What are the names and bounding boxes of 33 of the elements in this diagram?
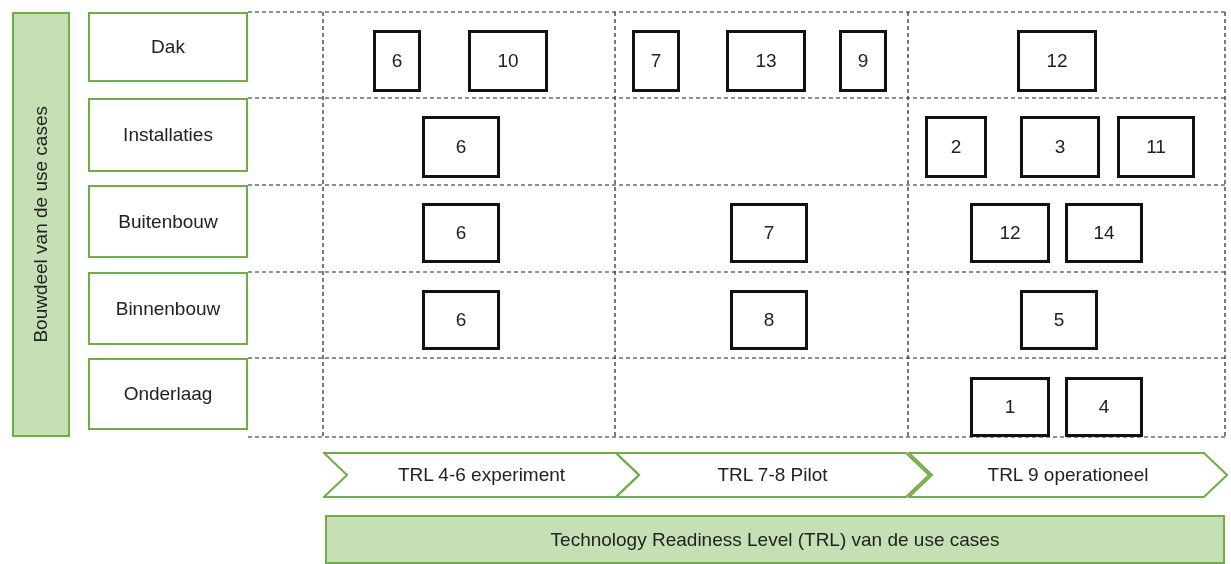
- use-case-number: 7: [730, 203, 808, 263]
- phase-label: TRL 7-8 Pilot: [717, 464, 828, 486]
- use-case-number: 1: [970, 377, 1050, 437]
- axis-title: Technology Readiness Level (TRL) van de use cases: [550, 528, 1000, 551]
- axis-title: Bouwdeel van de use cases: [30, 106, 52, 343]
- phase-step: [615, 452, 930, 498]
- use-case-number: 7: [632, 30, 680, 92]
- use-case-number: 12: [1017, 30, 1097, 92]
- use-case-number: 2: [925, 116, 987, 178]
- use-case-number: 9: [839, 30, 887, 92]
- use-case-number: 6: [422, 290, 500, 350]
- axis-title-panel: [325, 515, 1225, 564]
- row-header: Buitenbouw: [88, 185, 248, 258]
- axis-title-panel: [12, 12, 70, 437]
- row-header: Binnenbouw: [88, 272, 248, 345]
- use-case-number: 6: [422, 203, 500, 263]
- use-case-number: 3: [1020, 116, 1100, 178]
- use-case-number: 5: [1020, 290, 1098, 350]
- use-case-number: 4: [1065, 377, 1143, 437]
- use-case-number: 8: [730, 290, 808, 350]
- use-case-number: 10: [468, 30, 548, 92]
- use-case-number: 6: [422, 116, 500, 178]
- phase-label: TRL 4-6 experiment: [397, 464, 566, 486]
- use-case-number: 11: [1117, 116, 1195, 178]
- use-case-number: 13: [726, 30, 806, 92]
- row-header: Onderlaag: [88, 358, 248, 430]
- use-case-number: 12: [970, 203, 1050, 263]
- phase-step: [908, 452, 1228, 498]
- phase-label: TRL 9 operationeel: [987, 464, 1149, 486]
- row-header: Dak: [88, 12, 248, 82]
- row-header: Installaties: [88, 98, 248, 172]
- use-case-number: 6: [373, 30, 421, 92]
- use-case-number: 14: [1065, 203, 1143, 263]
